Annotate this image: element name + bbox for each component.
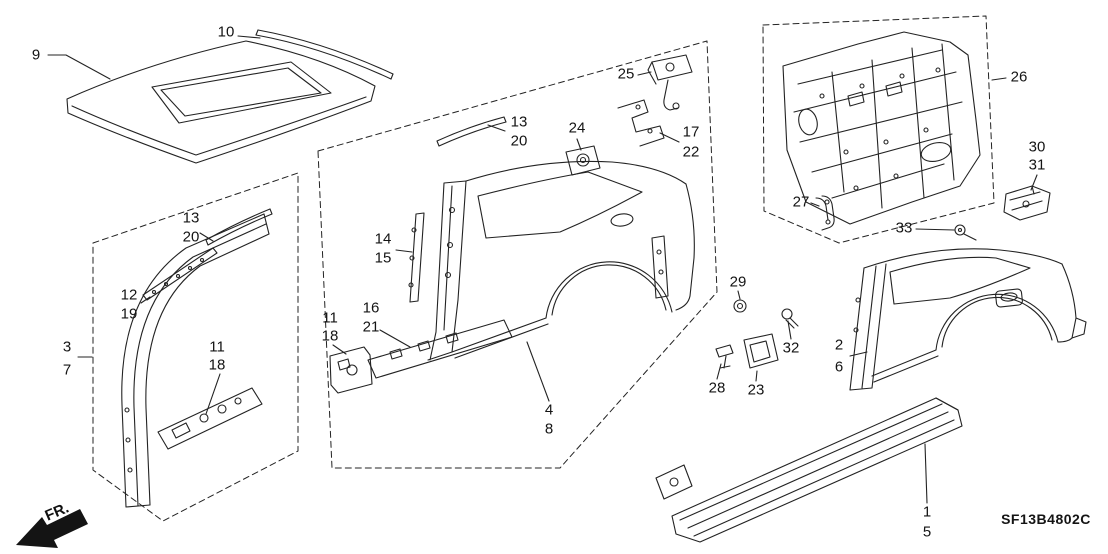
grommet-29-art (733, 299, 747, 313)
roof-panel-art (66, 40, 376, 164)
callout-30: 30 (1028, 138, 1046, 156)
callout-18-mid: 18 (321, 327, 339, 345)
bolt-32-art (781, 308, 799, 329)
left-assembly-box (92, 172, 299, 522)
callout-19: 19 (120, 305, 138, 323)
callout-22: 22 (682, 143, 700, 161)
callout-29: 29 (729, 273, 747, 291)
plate-23-art (743, 333, 779, 369)
callout-27: 27 (792, 193, 810, 211)
callout-16: 16 (362, 299, 380, 317)
rear-panel-box (762, 15, 995, 244)
callout-3: 3 (62, 338, 72, 356)
callout-18-left: 18 (208, 356, 226, 374)
callout-32: 32 (782, 339, 800, 357)
clip-33-art (954, 224, 977, 241)
callout-8: 8 (544, 420, 554, 438)
callout-6: 6 (834, 358, 844, 376)
callout-4: 4 (544, 401, 554, 419)
center-assembly-box (317, 40, 718, 469)
callout-23: 23 (747, 381, 765, 399)
rear-bulkhead-panel-art (782, 31, 981, 225)
callout-11-mid: 11 (322, 309, 338, 327)
callout-11-left: 11 (209, 338, 225, 356)
callout-9: 9 (31, 46, 41, 64)
callout-21: 21 (362, 318, 380, 336)
callout-25: 25 (617, 65, 635, 83)
center-side-panel-art (329, 54, 695, 394)
callout-5: 5 (922, 523, 932, 541)
callout-26: 26 (1010, 68, 1028, 86)
callout-7: 7 (62, 361, 72, 379)
callout-12: 12 (120, 286, 138, 304)
callout-33: 33 (895, 219, 913, 237)
callout-15: 15 (374, 249, 392, 267)
callout-28: 28 (708, 379, 726, 397)
diagram-code: SF13B4802C (1001, 511, 1091, 527)
left-side-panel-art (121, 208, 273, 508)
bracket-27-art (815, 195, 835, 231)
callout-13-top: 13 (510, 113, 528, 131)
callout-2: 2 (834, 336, 844, 354)
callout-31: 31 (1028, 156, 1046, 174)
callout-24: 24 (568, 119, 586, 137)
roof-molding-art (255, 29, 394, 80)
callout-10: 10 (217, 23, 235, 41)
side-sill-art (655, 397, 963, 543)
callout-13-left: 13 (182, 209, 200, 227)
callout-1: 1 (922, 503, 932, 521)
leader-lines (47, 35, 1038, 504)
callout-20-top: 20 (510, 132, 528, 150)
clip-28-art (715, 344, 734, 369)
fr-arrow-icon (16, 509, 88, 548)
bracket-30-31-art (1003, 185, 1051, 221)
right-quarter-panel-art (849, 248, 1087, 391)
callout-17: 17 (682, 123, 700, 141)
callout-20-left: 20 (182, 228, 200, 246)
callout-14: 14 (374, 230, 392, 248)
